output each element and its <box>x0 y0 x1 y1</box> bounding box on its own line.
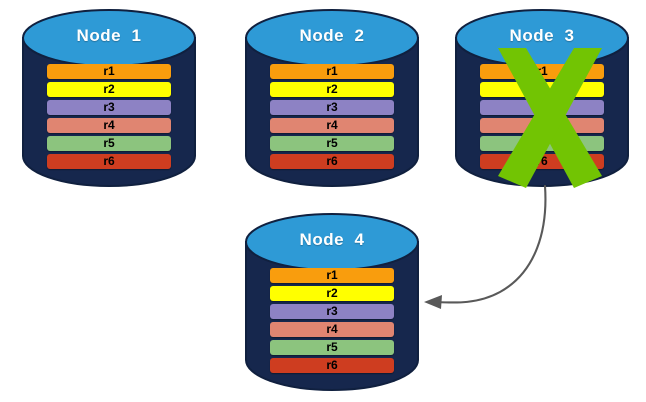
record-bar[interactable]: r6 <box>270 154 394 169</box>
node-cylinder-node3[interactable]: Node 3 r1 r2 r3 r4 r5 r6 <box>455 8 629 188</box>
node-title: Node 4 <box>299 230 365 249</box>
record-bar[interactable]: r3 <box>270 100 394 115</box>
record-bar-label: r4 <box>536 118 548 132</box>
node-title: Node 2 <box>299 26 365 45</box>
record-bar-label: r1 <box>326 268 338 282</box>
record-bar-list: r1 r2 r3 r4 r5 r6 <box>47 64 171 169</box>
record-bar-label: r5 <box>103 136 115 150</box>
record-bar[interactable]: r6 <box>270 358 394 373</box>
record-bar-label: r5 <box>326 136 338 150</box>
record-bar[interactable]: r5 <box>480 136 604 151</box>
record-bar-label: r6 <box>103 154 115 168</box>
record-bar[interactable]: r1 <box>47 64 171 79</box>
record-bar[interactable]: r4 <box>270 322 394 337</box>
record-bar-label: r2 <box>326 286 338 300</box>
record-bar[interactable]: r5 <box>270 340 394 355</box>
record-bar[interactable]: r5 <box>270 136 394 151</box>
record-bar-list: r1 r2 r3 r4 r5 r6 <box>270 64 394 169</box>
record-bar[interactable]: r2 <box>480 82 604 97</box>
record-bar[interactable]: r2 <box>47 82 171 97</box>
record-bar-list: r1 r2 r3 r4 r5 r6 <box>480 64 604 169</box>
record-bar-list: r1 r2 r3 r4 r5 r6 <box>270 268 394 373</box>
record-bar-label: r6 <box>536 154 548 168</box>
record-bar-label: r1 <box>103 64 115 78</box>
record-bar-label: r4 <box>326 118 338 132</box>
record-bar[interactable]: r3 <box>480 100 604 115</box>
record-bar-label: r2 <box>103 82 115 96</box>
record-bar[interactable]: r5 <box>47 136 171 151</box>
record-bar-label: r3 <box>326 100 338 114</box>
record-bar-label: r6 <box>326 154 338 168</box>
record-bar[interactable]: r6 <box>480 154 604 169</box>
node-cylinder-node4[interactable]: Node 4 r1 r2 r3 r4 r5 r6 <box>245 212 419 391</box>
node-cylinder-node2[interactable]: Node 2 r1 r2 r3 r4 r5 r6 <box>245 8 419 187</box>
record-bar[interactable]: r1 <box>270 64 394 79</box>
record-bar[interactable]: r1 <box>480 64 604 79</box>
record-bar-label: r1 <box>536 64 548 78</box>
record-bar[interactable]: r2 <box>270 286 394 301</box>
record-bar-label: r4 <box>103 118 115 132</box>
record-bar-label: r2 <box>536 82 548 96</box>
record-bar[interactable]: r3 <box>270 304 394 319</box>
node-title: Node 1 <box>76 26 142 45</box>
record-bar[interactable]: r4 <box>480 118 604 133</box>
record-bar-label: r2 <box>326 82 338 96</box>
record-bar[interactable]: r1 <box>270 268 394 283</box>
record-bar-label: r3 <box>103 100 115 114</box>
record-bar-label: r3 <box>536 100 548 114</box>
node-title: Node 3 <box>509 26 575 45</box>
record-bar-label: r3 <box>326 304 338 318</box>
node-cylinder-node1[interactable]: Node 1 r1 r2 r3 r4 r5 r6 <box>22 8 196 187</box>
record-bar[interactable]: r6 <box>47 154 171 169</box>
record-bar[interactable]: r4 <box>47 118 171 133</box>
record-bar-label: r6 <box>326 358 338 372</box>
record-bar[interactable]: r4 <box>270 118 394 133</box>
record-bar[interactable]: r3 <box>47 100 171 115</box>
record-bar-label: r5 <box>326 340 338 354</box>
record-bar-label: r1 <box>326 64 338 78</box>
record-bar-label: r5 <box>536 136 548 150</box>
record-bar-label: r4 <box>326 322 338 336</box>
record-bar[interactable]: r2 <box>270 82 394 97</box>
